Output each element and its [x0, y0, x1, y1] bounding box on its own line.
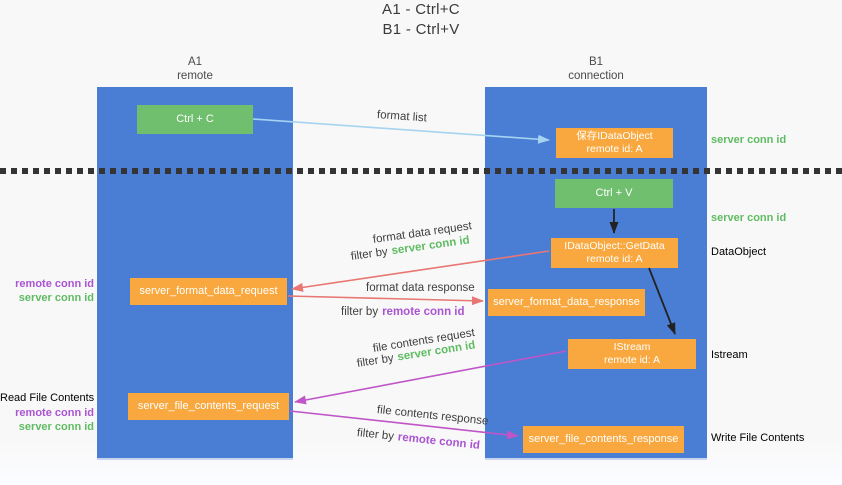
- server-format-data-response-box: server_format_data_response: [488, 289, 645, 316]
- ctrl-v-box: Ctrl + V: [555, 179, 673, 208]
- title-line-1: A1 - Ctrl+C: [382, 1, 460, 18]
- label-format-data-response: format data response: [366, 282, 475, 294]
- filter-by-text: filter by: [356, 352, 395, 370]
- annotation-dataobject: DataObject: [711, 246, 767, 258]
- right-column-name: B1: [588, 56, 604, 68]
- annotation-server-conn-id-top: server conn id: [711, 134, 787, 146]
- server-format-data-request-box: server_format_data_request: [130, 278, 287, 305]
- getdata-line1: IDataObject::GetData: [564, 240, 665, 252]
- remote-conn-id-text: remote conn id: [382, 306, 465, 318]
- annotation-remote-conn-id-2: remote conn id: [15, 407, 94, 419]
- right-column-role: connection: [568, 70, 624, 82]
- annotation-istream: Istream: [711, 349, 748, 361]
- annotation-remote-conn-id-1: remote conn id: [15, 278, 94, 290]
- server-file-contents-response-box: server_file_contents_response: [523, 426, 684, 453]
- left-column-role: remote: [177, 70, 213, 82]
- istream-line1: IStream: [613, 341, 651, 353]
- machine-boundary-dotted-line: [0, 168, 842, 174]
- save-idataobject-line1: 保存IDataObject: [576, 130, 653, 142]
- istream-box: IStream remote id: A: [568, 339, 696, 369]
- save-idataobject-box: 保存IDataObject remote id: A: [556, 128, 673, 158]
- istream-line2: remote id: A: [603, 354, 661, 366]
- filter-by-text: filter by: [341, 306, 379, 318]
- arrow-format-data-response: [287, 295, 484, 306]
- diagram-title: A1 - Ctrl+C B1 - Ctrl+V: [0, 0, 842, 40]
- annotation-server-conn-id-mid: server conn id: [711, 212, 787, 224]
- label-filter-by-remote-conn-id-1: filter by remote conn id: [341, 306, 465, 318]
- filter-by-text: filter by: [350, 245, 389, 263]
- getdata-line2: remote id: A: [586, 253, 643, 265]
- label-file-contents-response: file contents response: [376, 404, 489, 428]
- filter-by-text: filter by: [356, 427, 395, 443]
- label-format-list: format list: [376, 109, 428, 125]
- remote-conn-id-text: remote conn id: [397, 431, 481, 452]
- annotation-read-file-contents: Read File Contents: [0, 392, 95, 404]
- left-column-name: A1: [187, 56, 203, 68]
- server-file-contents-request-box: server_file_contents_request: [128, 393, 289, 420]
- ctrl-c-box: Ctrl + C: [137, 105, 253, 134]
- save-idataobject-line2: remote id: A: [586, 143, 643, 155]
- annotation-server-conn-id-2: server conn id: [18, 421, 94, 433]
- label-filter-by-remote-conn-id-2: filter by remote conn id: [356, 427, 480, 452]
- title-line-2: B1 - Ctrl+V: [382, 21, 460, 38]
- right-column-header: B1 connection: [485, 55, 707, 83]
- annotation-write-file-contents: Write File Contents: [711, 432, 805, 444]
- idataobject-getdata-box: IDataObject::GetData remote id: A: [551, 238, 678, 268]
- annotation-server-conn-id-1: server conn id: [18, 292, 94, 304]
- left-column-header: A1 remote: [97, 55, 293, 83]
